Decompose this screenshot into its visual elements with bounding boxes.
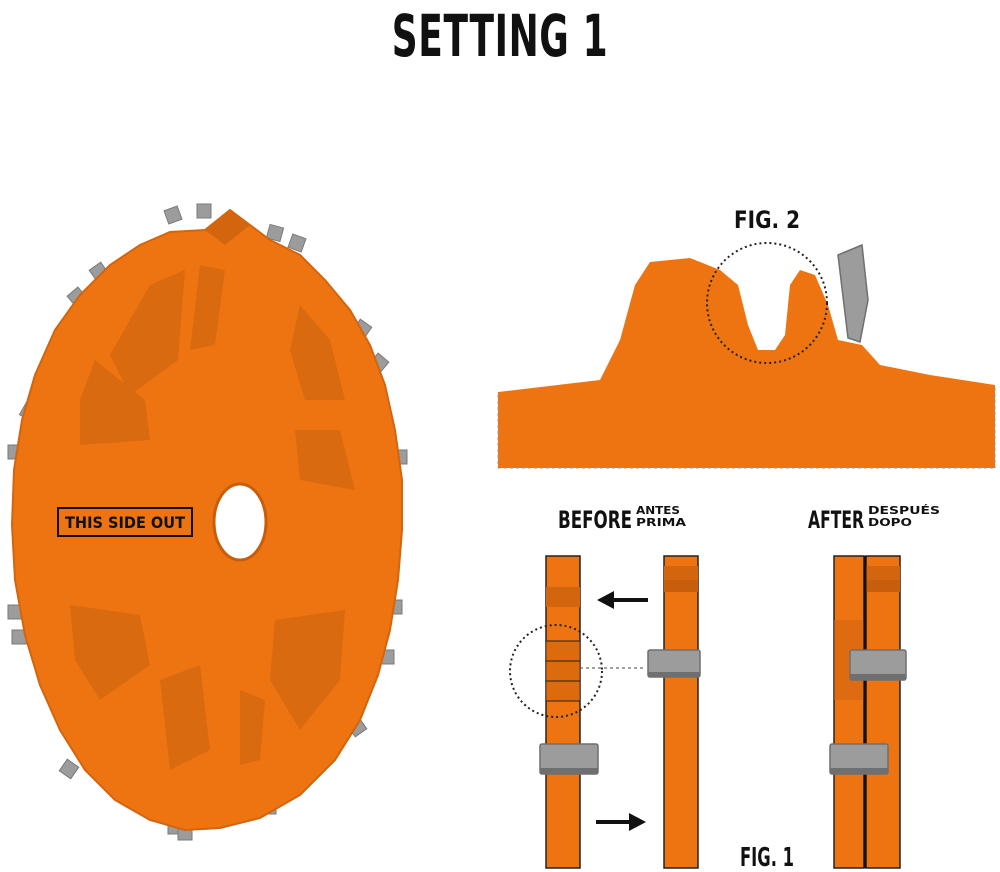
tooth-detail-illustration xyxy=(498,258,995,468)
before-sub1-label: ANTES xyxy=(636,504,680,517)
track-cleat-icon xyxy=(647,649,701,678)
detail-circle-icon xyxy=(706,242,828,364)
before-left-track xyxy=(545,555,581,869)
sprocket-illustration: THIS SIDE OUT xyxy=(7,203,408,841)
after-left-track xyxy=(833,555,865,869)
track-cleat-icon xyxy=(829,743,889,775)
detail-circle-icon xyxy=(509,624,603,718)
before-sub2-label: PRIMA xyxy=(636,516,687,529)
this-side-out-box xyxy=(57,507,193,537)
after-label: AFTER xyxy=(808,506,864,534)
before-right-track xyxy=(663,555,699,869)
arrow-right-icon xyxy=(596,813,646,831)
this-side-out-label: THIS SIDE OUT xyxy=(65,513,185,532)
after-sub1-label: DESPUÉS xyxy=(868,504,940,517)
fig1-illustration: BEFORE ANTES PRIMA AFTER DESPUÉS DOPO xyxy=(509,504,940,872)
fig2-illustration: FIG. 2 xyxy=(497,206,996,469)
track-cleat-icon xyxy=(539,743,599,775)
sprocket-hub-hole xyxy=(212,482,268,562)
track-cleat-icon xyxy=(849,649,907,681)
page-title: SETTING 1 xyxy=(391,2,609,70)
sprocket-cutouts xyxy=(70,265,355,770)
fig1-label: FIG. 1 xyxy=(740,843,794,872)
fig2-label: FIG. 2 xyxy=(734,206,800,234)
before-label: BEFORE xyxy=(558,506,632,534)
after-right-track xyxy=(865,555,901,869)
cleat-detail-icon xyxy=(837,243,869,343)
after-sub2-label: DOPO xyxy=(868,516,912,529)
arrow-left-icon xyxy=(597,591,648,609)
